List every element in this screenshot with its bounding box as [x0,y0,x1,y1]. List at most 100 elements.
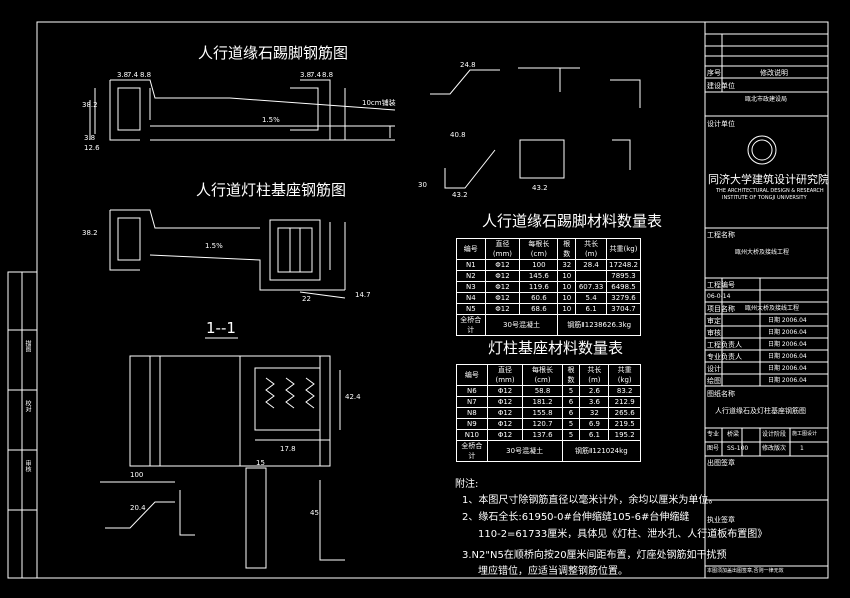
dim-label: 3.8 [84,134,96,142]
dim-label: 12.6 [84,144,100,152]
table-row: N1 Φ12 100 32 28.4 17248.2 [456,259,641,271]
cell: 32 [557,259,577,271]
cell: 3704.7 [606,303,641,315]
cell: 181.2 [522,396,563,408]
dim-label: 14.7 [355,291,371,299]
table-row: N7 Φ12 181.2 6 3.6 212.9 [456,396,641,408]
col-header: 直径(mm) [486,364,524,386]
dim-label: 30 [418,181,427,189]
project-name: 瓯州大桥及接线工程 [735,249,790,256]
cell: Φ12 [486,396,524,408]
cell: N9 [456,418,488,430]
client-label: 建设单位 [707,82,735,90]
cell: 120.7 [522,418,563,430]
cell: N6 [456,385,488,397]
role-date: 日期 2006.04 [768,377,807,384]
table-row: N10 Φ12 137.6 5 6.1 195.2 [456,429,641,441]
cell: 3.6 [579,396,610,408]
cell: 219.5 [608,418,641,430]
cell: 10 [557,303,577,315]
cell: 10 [557,270,577,282]
cell: 100 [519,259,559,271]
cell: Φ12 [484,281,521,293]
cell: 钢筋Ⅱ1238626.3kg [557,314,641,336]
notes-line: 110-2=61733厘米，具体见《灯柱、泄水孔、人行道板布置图》 [478,529,768,540]
col-header: 根数 [557,238,577,260]
cell: 30号混凝土 [486,440,563,462]
curb-table-title: 人行道缘石踢脚材料数量表 [482,212,663,230]
cell: Φ12 [484,270,521,282]
cell [575,270,608,282]
cell: 6 [561,407,581,419]
col-header: 每根长(cm) [522,364,563,386]
stage-label: 设计阶段 [762,431,787,438]
table-header-row: 编号 直径(mm) 每根长(cm) 根数 共长(m) 共重(kg) [456,238,641,260]
cell: 5 [561,418,581,430]
role-date: 日期 2006.04 [768,365,807,372]
table-footer-row: 全桥合计 30号混凝土 钢筋Ⅱ1238626.3kg [456,314,641,336]
curb-rebar-title: 人行道缘石踢脚钢筋图 [198,44,349,62]
cell: 5 [561,385,581,397]
cell: 6.9 [579,418,610,430]
dim-label: 100 [130,471,144,479]
item-name: 瓯州大桥及接线工程 [745,305,800,312]
col-header: 编号 [456,238,486,260]
cell: 2.6 [579,385,610,397]
strip-label: 校对 [24,400,31,412]
dim-label: 15 [256,459,265,467]
cell: 6.1 [579,429,610,441]
cell: Φ12 [484,292,521,304]
section-label: 1--1 [206,319,236,337]
cell: 7895.3 [606,270,641,282]
table-header-row: 编号 直径(mm) 每根长(cm) 根数 共长(m) 共重(kg) [456,364,641,386]
strip-label: 描图 [24,340,31,352]
cell: N4 [456,292,486,304]
table-row: N5 Φ12 68.6 10 6.1 3704.7 [456,303,641,315]
col-header: 每根长(cm) [519,238,559,260]
dim-label: 3.8 [117,71,129,79]
cell: Φ12 [484,303,521,315]
cell: Φ12 [484,259,521,271]
cell: 30号混凝土 [484,314,559,336]
institute-name: 同济大学建筑设计研究院 [708,173,829,186]
dim-label: 3.8 [300,71,312,79]
drawing-name-label: 图纸名称 [707,390,735,398]
cell: 6498.5 [606,281,641,293]
seal-label: 执业签章 [707,516,735,524]
col-header: 共重(kg) [606,238,641,260]
cell: 5.4 [575,292,608,304]
dim-label: 43.2 [532,184,548,192]
cell: 155.8 [522,407,563,419]
slope-label: 1.5% [205,242,223,250]
stamp-label: 出图签章 [707,459,735,467]
notes-line: 2、缘石全长:61950-0#台伸缩缝105-6#台伸缩缝 [462,512,690,523]
role-date: 日期 2006.04 [768,329,807,336]
dim-label: 22 [302,295,311,303]
cell: N1 [456,259,486,271]
version-label: 修改版次 [762,445,787,452]
dim-label: 42.4 [345,393,361,401]
lamp-table-title: 灯柱基座材料数量表 [488,339,624,357]
cell: 32 [579,407,610,419]
lamp-material-table: 编号 直径(mm) 每根长(cm) 根数 共长(m) 共重(kg) N6 Φ12… [456,364,642,462]
lamp-rebar-title: 人行道灯柱基座钢筋图 [196,181,347,199]
cell: Φ12 [486,418,524,430]
cell: Φ12 [486,429,524,441]
role-label: 审核 [707,329,721,337]
role-date: 日期 2006.04 [768,317,807,324]
cell: 5 [561,429,581,441]
dim-label: 24.8 [460,61,476,69]
cell: 10 [557,281,577,293]
cell: 6 [561,396,581,408]
notes-line: 埋应错位，应适当调整钢筋位置。 [478,566,628,577]
paving-label: 10cm铺装 [362,99,396,107]
table-row: N4 Φ12 60.6 10 5.4 3279.6 [456,292,641,304]
cell: 145.6 [519,270,559,282]
cell: 607.33 [575,281,608,293]
cell: 265.6 [608,407,641,419]
cell: Φ12 [486,407,524,419]
dim-label: 40.8 [450,131,466,139]
role-label: 工程负责人 [707,341,742,349]
cell: N3 [456,281,486,293]
designer-label: 设计单位 [707,120,735,128]
